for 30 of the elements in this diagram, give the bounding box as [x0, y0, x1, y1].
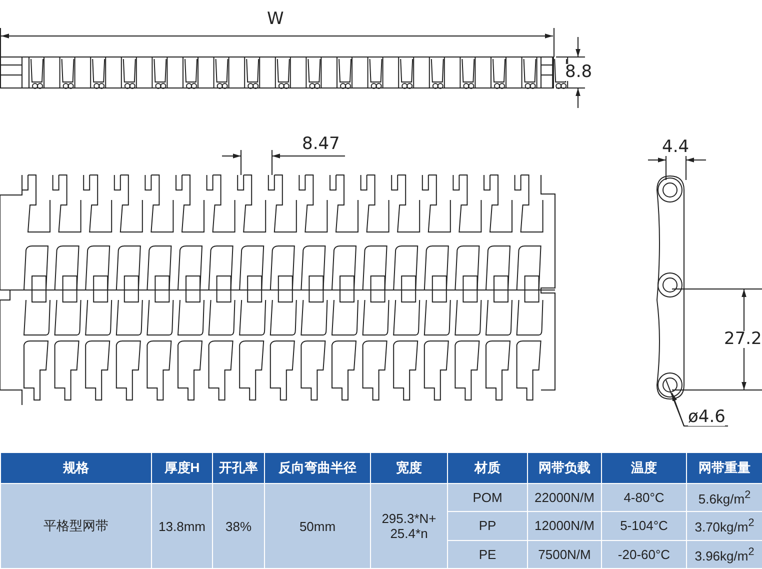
table-cell: 3.96kg/m$^{2}$ — [686, 540, 762, 568]
header-cell: 网带负载 — [528, 452, 602, 484]
header-cell: 开孔率 — [212, 452, 264, 484]
table-cell: 295.3*N+ 25.4*n — [370, 484, 448, 568]
table-cell: 22000N/M — [528, 484, 602, 512]
table-cell: 4-80°C — [602, 484, 686, 512]
header-cell: 反向弯曲半径 — [264, 452, 370, 484]
table-cell: PP — [448, 512, 528, 540]
dimension-label: ø4.6 — [688, 409, 726, 426]
table-cell: 5.6kg/m$^{2}$ — [686, 484, 762, 512]
table-cell: 38% — [212, 484, 264, 568]
table-cell: -20-60°C — [602, 540, 686, 568]
header-cell: 规格 — [0, 452, 152, 484]
dimension-label: 8.8 — [565, 64, 592, 81]
table-cell: PE — [448, 540, 528, 568]
table-cell: 12000N/M — [528, 512, 602, 540]
table-cell: 平格型网带 — [0, 484, 152, 568]
table-cell: 13.8mm — [152, 484, 212, 568]
table-cell: 3.70kg/m$^{2}$ — [686, 512, 762, 540]
table-cell: POM — [448, 484, 528, 512]
table-cell: 7500N/M — [528, 540, 602, 568]
header-cell: 材质 — [448, 452, 528, 484]
header-cell: 厚度H — [152, 452, 212, 484]
table-cell: 5-104°C — [602, 512, 686, 540]
header-cell: 宽度 — [370, 452, 448, 484]
table-cell: 50mm — [264, 484, 370, 568]
dimension-label: 27.2 — [724, 331, 762, 348]
header-cell: 温度 — [602, 452, 686, 484]
dimension-label: 4.4 — [662, 139, 690, 156]
header-cell: 网带重量 — [686, 452, 762, 484]
